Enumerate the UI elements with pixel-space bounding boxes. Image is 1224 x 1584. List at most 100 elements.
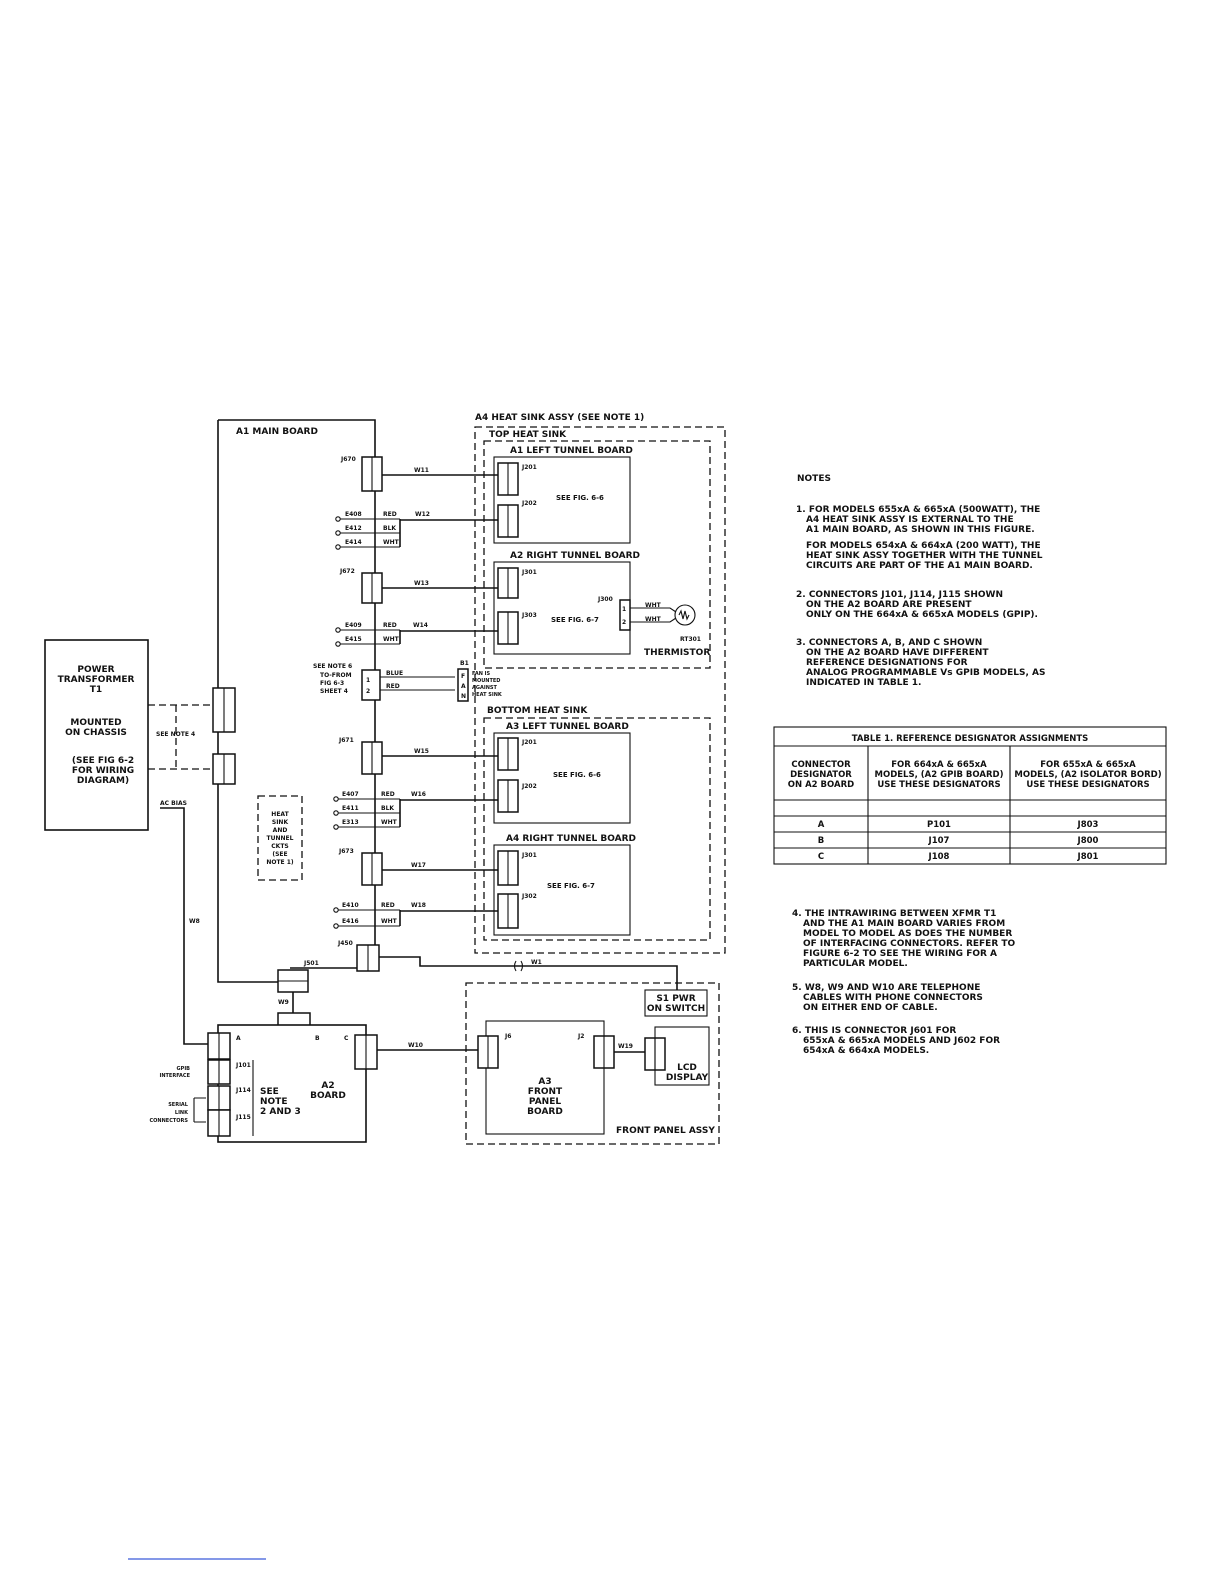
j2-label: J2 — [577, 1033, 584, 1040]
main-board-connectors: 1 2 J670 J672 J671 J673 J450 — [337, 456, 383, 972]
s1-power-switch — [644, 989, 708, 1017]
see-fig-6-6-label: SEE FIG. 6-6 — [553, 771, 601, 779]
note-6-line: 654xA & 664xA MODELS. — [803, 1046, 929, 1056]
note-3-line: ON THE A2 BOARD HAVE DIFFERENT — [806, 648, 989, 658]
wire-red-label: RED — [383, 511, 397, 518]
table-header-2: FOR 664xA & 665xA — [891, 760, 987, 770]
w10-label: W10 — [408, 1042, 423, 1049]
note-4-line: PARTICULAR MODEL. — [803, 959, 908, 969]
table-cell: J107 — [928, 836, 950, 846]
cables-main-to-tunnel: W11 W13 W15 W17 — [382, 467, 498, 871]
w1-label: W1 — [531, 959, 542, 966]
e408-label: E408 — [345, 511, 362, 518]
ac-bias-label: AC BIAS — [160, 800, 187, 807]
note-1-line: A1 MAIN BOARD, AS SHOWN IN THIS FIGURE. — [806, 525, 1035, 535]
note-1-line: FOR MODELS 654xA & 664xA (200 WATT), THE — [806, 541, 1041, 551]
reference-designator-table: TABLE 1. REFERENCE DESIGNATOR ASSIGNMENT… — [773, 726, 1167, 865]
j671-label: J671 — [338, 737, 354, 744]
e410-label: E410 — [342, 902, 359, 909]
pin-2-label: 2 — [366, 688, 370, 695]
note-4-line: OF INTERFACING CONNECTORS. REFER TO — [803, 939, 1016, 949]
terminals-group-2: E409 E415 RED WHT W14 — [335, 622, 498, 647]
table-header-3: MODELS, (A2 ISOLATOR BORD) — [1014, 770, 1161, 780]
fan-note-line: HEAT SINK — [472, 692, 503, 698]
power-transformer-line: T1 — [90, 685, 102, 695]
power-transformer-line: ON CHASSIS — [65, 728, 127, 738]
note-3-line: REFERENCE DESIGNATIONS FOR — [806, 658, 968, 668]
a2-connector-a-label: A — [236, 1035, 241, 1042]
table-cell: J801 — [1077, 852, 1099, 862]
note-1-line: 1. FOR MODELS 655xA & 665xA (500WATT), T… — [796, 505, 1040, 515]
table-cell: J800 — [1077, 836, 1099, 846]
w9-label: W9 — [278, 999, 289, 1006]
note-6-line: 6. THIS IS CONNECTOR J601 FOR — [792, 1026, 956, 1036]
heat-sink-ckts-line: SINK — [272, 819, 289, 826]
table-header-1: CONNECTOR — [791, 760, 851, 770]
a3-left-tunnel-board-label: A3 LEFT TUNNEL BOARD — [506, 722, 629, 732]
note-4-line: AND THE A1 MAIN BOARD VARIES FROM — [803, 919, 1005, 929]
power-transformer: POWER TRANSFORMER T1 MOUNTED ON CHASSIS … — [44, 639, 149, 831]
serial-link-label: CONNECTORS — [150, 1118, 189, 1124]
a3-left-tunnel-board: A3 LEFT TUNNEL BOARD SEE FIG. 6-6 — [493, 722, 631, 824]
table-header-3: USE THESE DESIGNATORS — [1026, 780, 1149, 790]
note-1-line: A4 HEAT SINK ASSY IS EXTERNAL TO THE — [806, 515, 1014, 525]
s1-label: S1 PWR — [656, 994, 695, 1004]
note-4-line: 4. THE INTRAWIRING BETWEEN XFMR T1 — [792, 909, 996, 919]
thermistor-label: THERMISTOR — [644, 648, 710, 658]
w1-cable: W1 — [379, 956, 678, 990]
table-cell: B — [818, 836, 824, 846]
a3-front-panel-line: PANEL — [529, 1097, 561, 1107]
w13-label: W13 — [414, 580, 429, 587]
top-heat-sink-label: TOP HEAT SINK — [489, 430, 567, 440]
power-transformer-line: (SEE FIG 6-2 — [72, 756, 134, 766]
note-4-line: FIGURE 6-2 TO SEE THE WIRING FOR A — [803, 949, 997, 959]
a2-board-title: A2 — [321, 1081, 334, 1091]
j501-label: J501 — [303, 960, 319, 967]
note-4-line: MODEL TO MODEL AS DOES THE NUMBER — [803, 929, 1012, 939]
fan-note-line: MOUNTED — [472, 678, 500, 684]
lcd-display — [654, 1026, 710, 1086]
j201-label: J201 — [521, 464, 537, 471]
a4-right-tunnel-board-label: A4 RIGHT TUNNEL BOARD — [506, 834, 636, 844]
wire-wht-label: WHT — [381, 819, 398, 826]
thermistor-icon — [674, 604, 696, 626]
pin-2-label: 2 — [622, 619, 626, 626]
table-header-2: MODELS, (A2 GPIB BOARD) — [875, 770, 1004, 780]
wire-red-label: RED — [386, 683, 400, 690]
j672-label: J672 — [339, 568, 355, 575]
a3-front-panel-line: BOARD — [527, 1107, 563, 1117]
table-cell: P101 — [927, 820, 951, 830]
w10-cable: W10 — [377, 1042, 478, 1051]
w19-label: W19 — [618, 1043, 633, 1050]
a2-see-note-line: NOTE — [260, 1097, 287, 1107]
note-1-line: HEAT SINK ASSY TOGETHER WITH THE TUNNEL — [806, 551, 1043, 561]
wire-wht-label: WHT — [383, 539, 400, 546]
heat-sink-ckts-line: NOTE 1) — [266, 859, 294, 866]
rt301-label: RT301 — [680, 636, 701, 643]
wire-wht-label: WHT — [645, 602, 662, 609]
j115-label: J115 — [235, 1114, 251, 1121]
heat-sink-ckts-line: CKTS — [271, 843, 288, 850]
gpib-label: GPIB — [177, 1066, 191, 1072]
wire-red-label: RED — [381, 791, 395, 798]
j101-label: J101 — [235, 1062, 251, 1069]
wire-blk-label: BLK — [383, 525, 396, 532]
fan-note-line: AGAINST — [472, 685, 497, 691]
table-header-1: ON A2 BOARD — [788, 780, 854, 790]
power-transformer-line: FOR WIRING — [72, 766, 134, 776]
heat-sink-ckts-line: HEAT — [271, 811, 289, 818]
a2-connector-c-label: C — [344, 1035, 349, 1042]
wire-red-label: RED — [383, 622, 397, 629]
w12-label: W12 — [415, 511, 430, 518]
e416-label: E416 — [342, 918, 359, 925]
s1-label: ON SWITCH — [647, 1004, 705, 1014]
see-note-6-label: SEE NOTE 6 — [313, 663, 352, 670]
see-note-4-label: SEE NOTE 4 — [156, 731, 195, 738]
j114-label: J114 — [235, 1087, 251, 1094]
note-2-line: ON THE A2 BOARD ARE PRESENT — [806, 600, 972, 610]
a1-left-tunnel-board: A1 LEFT TUNNEL BOARD SEE FIG. 6-6 — [493, 446, 633, 544]
w17-label: W17 — [411, 862, 426, 869]
see-fig-6-7-label: SEE FIG. 6-7 — [547, 882, 595, 890]
serial-link-label: SERIAL — [168, 1102, 189, 1108]
